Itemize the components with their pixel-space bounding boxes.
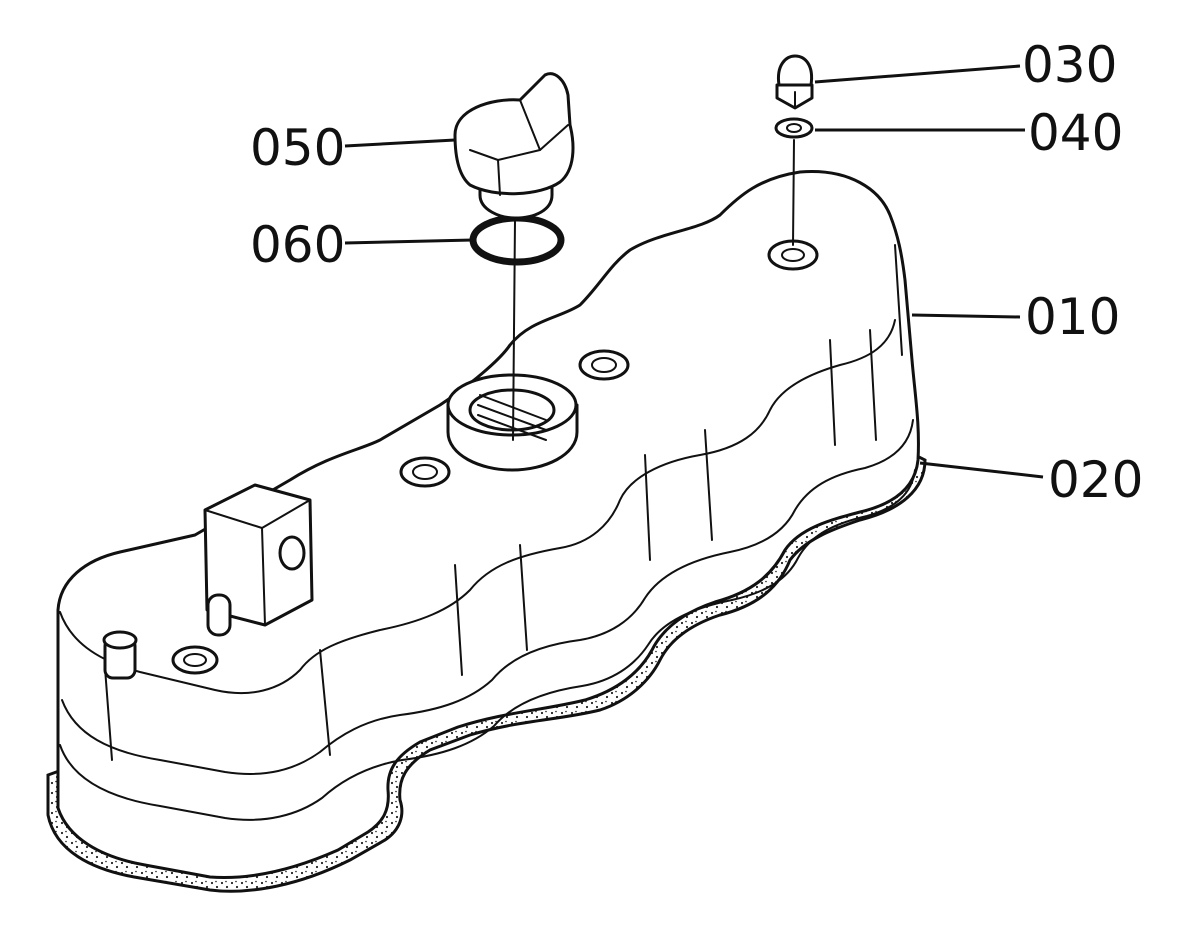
o-ring-060 [469,214,565,266]
leader-030 [814,64,1021,84]
cap-nut-030 [775,54,814,110]
nut-assembly-axis [792,139,795,246]
part-label-060: 060 [250,216,345,274]
part-label-040: 040 [1028,104,1123,162]
leader-060 [344,238,474,245]
part-label-030: 030 [1022,36,1117,94]
washer-040 [774,117,814,139]
leader-020 [919,461,1044,479]
leader-050 [344,138,456,148]
oil-cap-050 [453,72,575,220]
part-label-020: 020 [1048,451,1143,509]
cap-assembly-axis [512,219,516,441]
valve-cover-010 [56,170,920,879]
part-label-010: 010 [1025,288,1120,346]
leader-010 [911,313,1021,319]
part-label-050: 050 [250,119,345,177]
